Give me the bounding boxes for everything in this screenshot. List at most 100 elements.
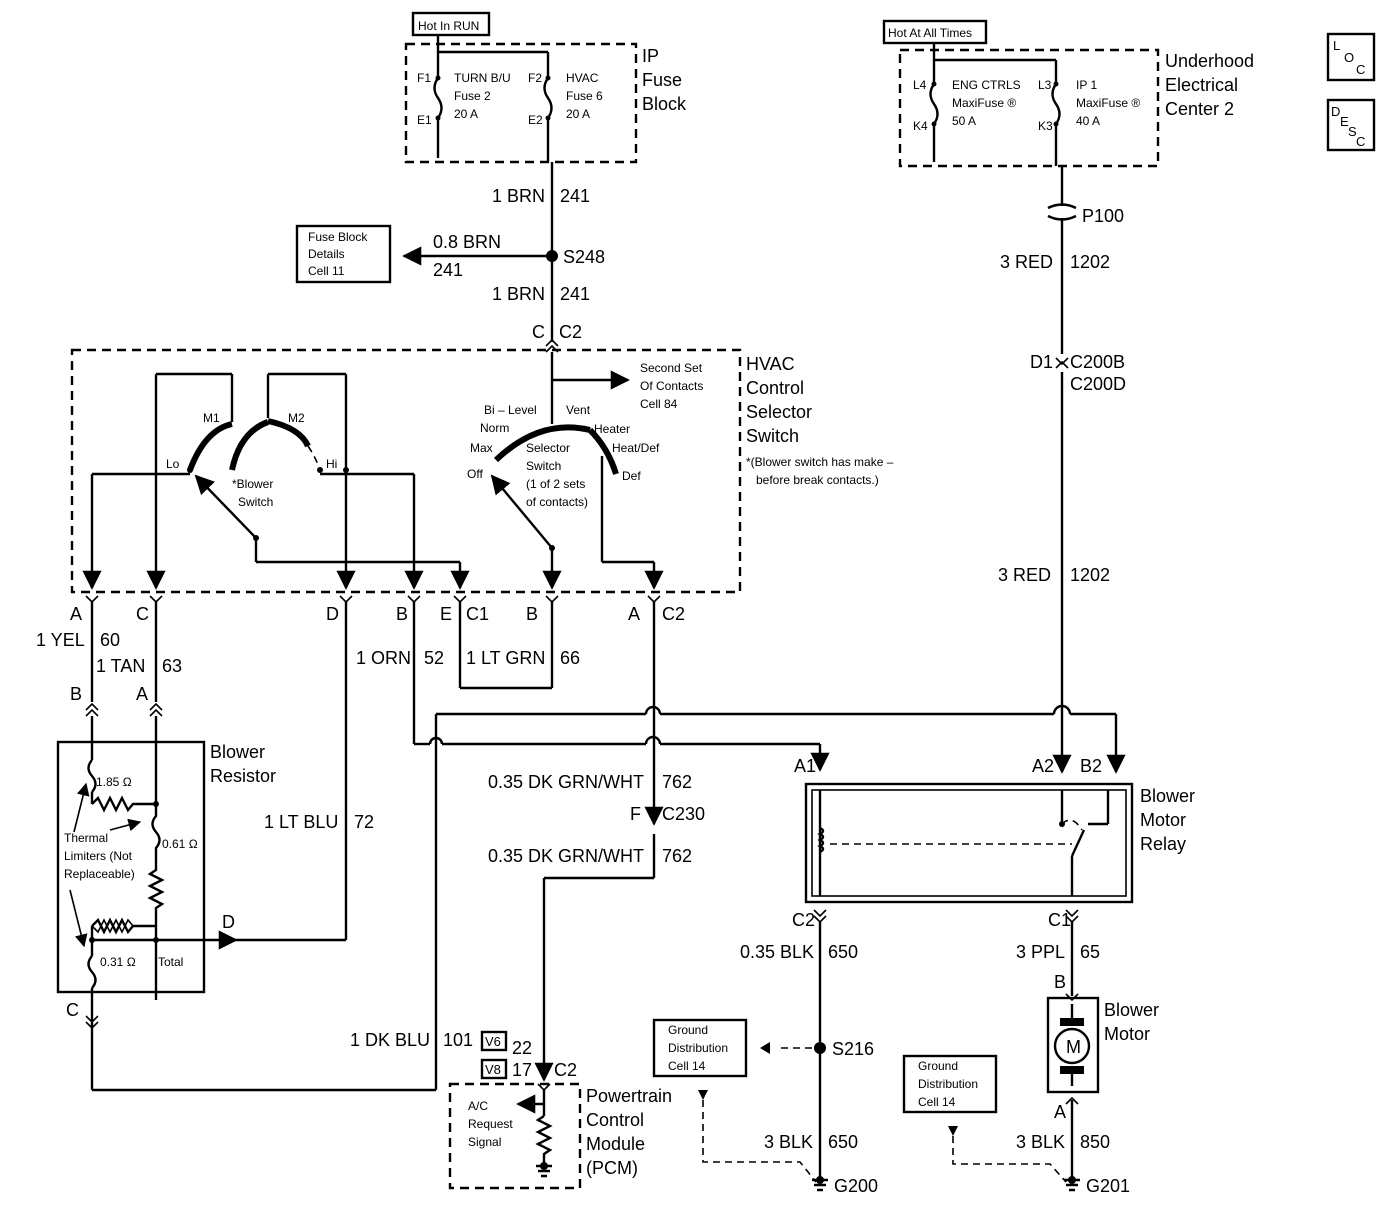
relay-pin-a2: A2 xyxy=(1032,756,1054,776)
c1-name: C1 xyxy=(466,604,489,624)
pcm-signal-line-2: Request xyxy=(468,1117,513,1131)
desc-letter-c: C xyxy=(1356,134,1365,149)
selector-label-2: Switch xyxy=(526,459,561,473)
resistor-1-85 xyxy=(91,795,156,813)
c1-pin-d: D xyxy=(326,604,339,624)
fuse-details-line-3: Cell 11 xyxy=(308,264,345,278)
resistor-total-label: Total xyxy=(158,955,183,969)
wire-101-gauge: 1 DK BLU xyxy=(350,1030,430,1050)
thermal-limiter-bottom xyxy=(87,955,97,989)
wire-1202-bottom-gauge: 3 RED xyxy=(998,565,1051,585)
hot-at-all-times-label: Hot At All Times xyxy=(888,26,972,40)
thermal-limiter-top xyxy=(87,759,97,793)
wire-762-bottom-num: 762 xyxy=(662,846,692,866)
v6-label: V6 xyxy=(485,1034,501,1049)
wire-60-num: 60 xyxy=(100,630,120,650)
splice-s248-label: S248 xyxy=(563,247,605,267)
pcm-outline xyxy=(448,1082,582,1190)
ground-ref-right-line-2: Distribution xyxy=(918,1077,978,1091)
motor-pin-b: B xyxy=(1054,972,1066,992)
v8-label: V8 xyxy=(485,1062,501,1077)
relay-contact-arm xyxy=(1070,829,1086,857)
ground-g200-label: G200 xyxy=(834,1176,878,1196)
ground-ref-left-line-3: Cell 14 xyxy=(668,1059,706,1073)
ground-distribution-ref-right[interactable] xyxy=(902,1054,998,1114)
blower-resistor-title-2: Resistor xyxy=(210,766,276,786)
ground-ref-right-line-1: Ground xyxy=(918,1059,958,1073)
wire-65-gauge: 3 PPL xyxy=(1016,942,1065,962)
ip-fuse-block-title-3: Block xyxy=(642,94,687,114)
ground-distribution-ref-left[interactable] xyxy=(652,1018,748,1078)
wire-63-num: 63 xyxy=(162,656,182,676)
p100-connector xyxy=(1047,203,1077,221)
fuse-6-circuit: HVAC xyxy=(566,71,599,85)
ground-ref-left-line-2: Distribution xyxy=(668,1041,728,1055)
c1-pin-a: A xyxy=(70,604,82,624)
wire-60-gauge: 1 YEL xyxy=(36,630,85,650)
ip-fuse-block-title-1: IP xyxy=(642,46,659,66)
blower-contact-lo-m1 xyxy=(187,421,233,472)
motor-pin-a: A xyxy=(1054,1102,1066,1122)
pcm-title-1: Powertrain xyxy=(586,1086,672,1106)
second-set-line-3: Cell 84 xyxy=(640,397,678,411)
resistor-1-85-label: 1.85 Ω xyxy=(96,775,132,789)
p100-label: P100 xyxy=(1082,206,1124,226)
c200d-label: C200D xyxy=(1070,374,1126,394)
selector-switch-wiper xyxy=(490,474,553,549)
pin-f2: F2 xyxy=(528,71,542,85)
splice-s216-label: S216 xyxy=(832,1039,874,1059)
c1-pin-c: C xyxy=(136,604,149,624)
pin-e2: E2 xyxy=(528,113,543,127)
c1-pin-e: E xyxy=(440,604,452,624)
second-set-line-1: Second Set xyxy=(640,361,703,375)
desc-letter-d: D xyxy=(1331,104,1340,119)
fuse-block-details-ref[interactable] xyxy=(295,224,392,284)
blower-pos-m1: M1 xyxy=(203,411,220,425)
fuse-2-rating: 20 A xyxy=(454,107,478,121)
wire-650-top-num: 650 xyxy=(828,942,858,962)
connector-row-c1-c2: A C D B E C1 B A C2 xyxy=(70,595,685,624)
blower-pos-m2: M2 xyxy=(288,411,305,425)
selector-pos-bilevel: Bi – Level xyxy=(484,403,537,417)
wire-650-top-gauge: 0.35 BLK xyxy=(740,942,814,962)
desc-icon[interactable]: D E S C xyxy=(1326,98,1376,152)
wire-66-gauge: 1 LT GRN xyxy=(466,648,545,668)
powertrain-control-module: V6 22 V8 17 C2 A/C Request Signal Powert… xyxy=(448,1030,672,1190)
relay-pin-c1: C1 xyxy=(1048,910,1071,930)
wire-762-bottom-gauge: 0.35 DK GRN/WHT xyxy=(488,846,644,866)
hvac-title-4: Switch xyxy=(746,426,799,446)
pcm-signal-line-1: A/C xyxy=(468,1099,488,1113)
fuse-6-name: Fuse 6 xyxy=(566,89,603,103)
loc-letter-o: O xyxy=(1344,50,1354,65)
hot-in-run-box xyxy=(411,11,491,37)
limiters-line-1: Thermal xyxy=(64,831,108,845)
wire-72-gauge: 1 LT BLU xyxy=(264,812,338,832)
maxifuse-40-name: MaxiFuse ® xyxy=(1076,96,1140,110)
selector-contact-main xyxy=(493,424,591,463)
wire-72-num: 72 xyxy=(354,812,374,832)
pcm-title-2: Control xyxy=(586,1110,644,1130)
blower-resistor: B A Blower Resistor 1.85 Ω 0.61 Ω D 0.31… xyxy=(56,684,346,1030)
loc-icon[interactable]: L O C xyxy=(1326,32,1376,82)
desc-letter-s: S xyxy=(1348,124,1357,139)
selector-pos-vent: Vent xyxy=(566,403,591,417)
wire-241-bottom-gauge: 1 BRN xyxy=(492,284,545,304)
wire-1202-bottom-num: 1202 xyxy=(1070,565,1110,585)
blower-pos-hi: Hi xyxy=(326,457,337,471)
pin-f1: F1 xyxy=(417,71,431,85)
c2-row-name: C2 xyxy=(662,604,685,624)
c230-name: C230 xyxy=(662,804,705,824)
hot-in-run-label: Hot In RUN xyxy=(418,19,479,33)
wire-241-top-gauge: 1 BRN xyxy=(492,186,545,206)
wire-1202-top-num: 1202 xyxy=(1070,252,1110,272)
blower-motor-relay: A1 A2 B2 Blower Motor Relay C2 C1 xyxy=(792,756,1195,930)
underhood-outline xyxy=(898,48,1160,168)
fuse-2-name: Fuse 2 xyxy=(454,89,491,103)
fuse-6-symbol xyxy=(543,77,553,119)
pcm-connector-name: C2 xyxy=(554,1060,577,1080)
maxifuse-50-name: MaxiFuse ® xyxy=(952,96,1016,110)
wire-101-num: 101 xyxy=(443,1030,473,1050)
pcm-signal-line-3: Signal xyxy=(468,1135,501,1149)
pin-k3: K3 xyxy=(1038,119,1053,133)
